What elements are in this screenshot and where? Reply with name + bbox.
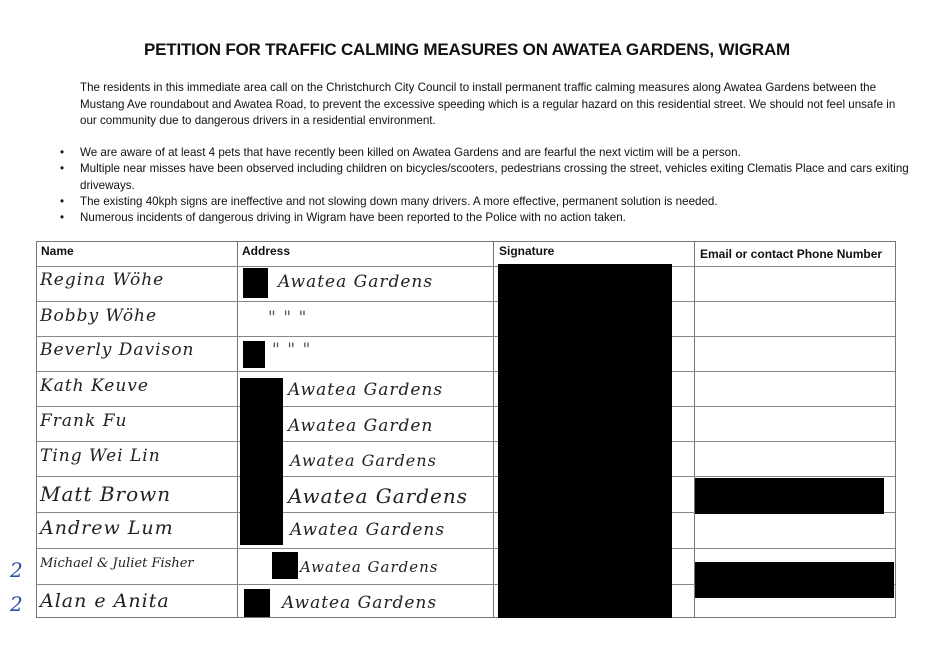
header-signature: Signature (499, 244, 555, 258)
address-cell: Awatea Garden (288, 416, 434, 436)
contact-redaction (695, 478, 884, 514)
divider (37, 266, 895, 267)
contact-redaction (695, 562, 894, 598)
address-cell: " " " (268, 308, 308, 328)
bullet-item: Numerous incidents of dangerous driving … (60, 210, 910, 227)
divider (37, 301, 895, 302)
divider (37, 512, 895, 513)
bullet-item: Multiple near misses have been observed … (60, 161, 910, 194)
bullet-item: We are aware of at least 4 pets that hav… (60, 145, 910, 162)
header-name: Name (41, 244, 74, 258)
bullet-item: The existing 40kph signs are ineffective… (60, 194, 910, 211)
redaction-box (243, 341, 265, 368)
divider (694, 242, 695, 617)
bullet-list: We are aware of at least 4 pets that hav… (60, 145, 910, 227)
name-cell: Kath Keuve (40, 376, 149, 396)
name-cell: Frank Fu (40, 411, 128, 431)
address-cell: Awatea Gardens (290, 451, 437, 470)
address-cell: Awatea Gardens (300, 558, 439, 576)
name-cell: Beverly Davison (40, 340, 195, 360)
margin-mark: 2 (10, 592, 23, 616)
divider (37, 406, 895, 407)
divider (37, 548, 895, 549)
address-cell: Awatea Gardens (290, 520, 446, 540)
name-cell: Andrew Lum (40, 517, 174, 539)
divider (493, 242, 494, 617)
redaction-box (243, 268, 268, 298)
page-title: PETITION FOR TRAFFIC CALMING MEASURES ON… (144, 40, 790, 59)
signature-table: Name Address Signature Email or contact … (36, 241, 896, 618)
name-cell: Bobby Wöhe (40, 306, 158, 326)
name-cell: Michael & Juliet Fisher (40, 556, 194, 571)
divider (37, 441, 895, 442)
signature-redaction (498, 264, 672, 618)
address-cell: " " " (272, 340, 312, 360)
address-cell: Awatea Gardens (288, 484, 468, 508)
intro-paragraph: The residents in this immediate area cal… (80, 81, 896, 127)
divider (37, 584, 895, 585)
name-cell: Ting Wei Lin (40, 446, 161, 466)
divider (37, 336, 895, 337)
name-cell: Regina Wöhe (40, 270, 165, 290)
header-contact: Email or contact Phone Number (700, 247, 883, 261)
redaction-box (240, 378, 283, 545)
address-cell: Awatea Gardens (282, 593, 438, 613)
header-address: Address (242, 244, 291, 258)
margin-mark: 2 (10, 558, 23, 582)
redaction-box (244, 589, 270, 617)
name-cell: Matt Brown (40, 482, 172, 506)
divider (37, 476, 895, 477)
divider (37, 371, 895, 372)
address-cell: Awatea Gardens (278, 272, 434, 292)
divider (237, 242, 238, 617)
address-cell: Awatea Gardens (288, 380, 444, 400)
name-cell: Alan e Anita (40, 590, 170, 612)
redaction-box (272, 552, 298, 579)
